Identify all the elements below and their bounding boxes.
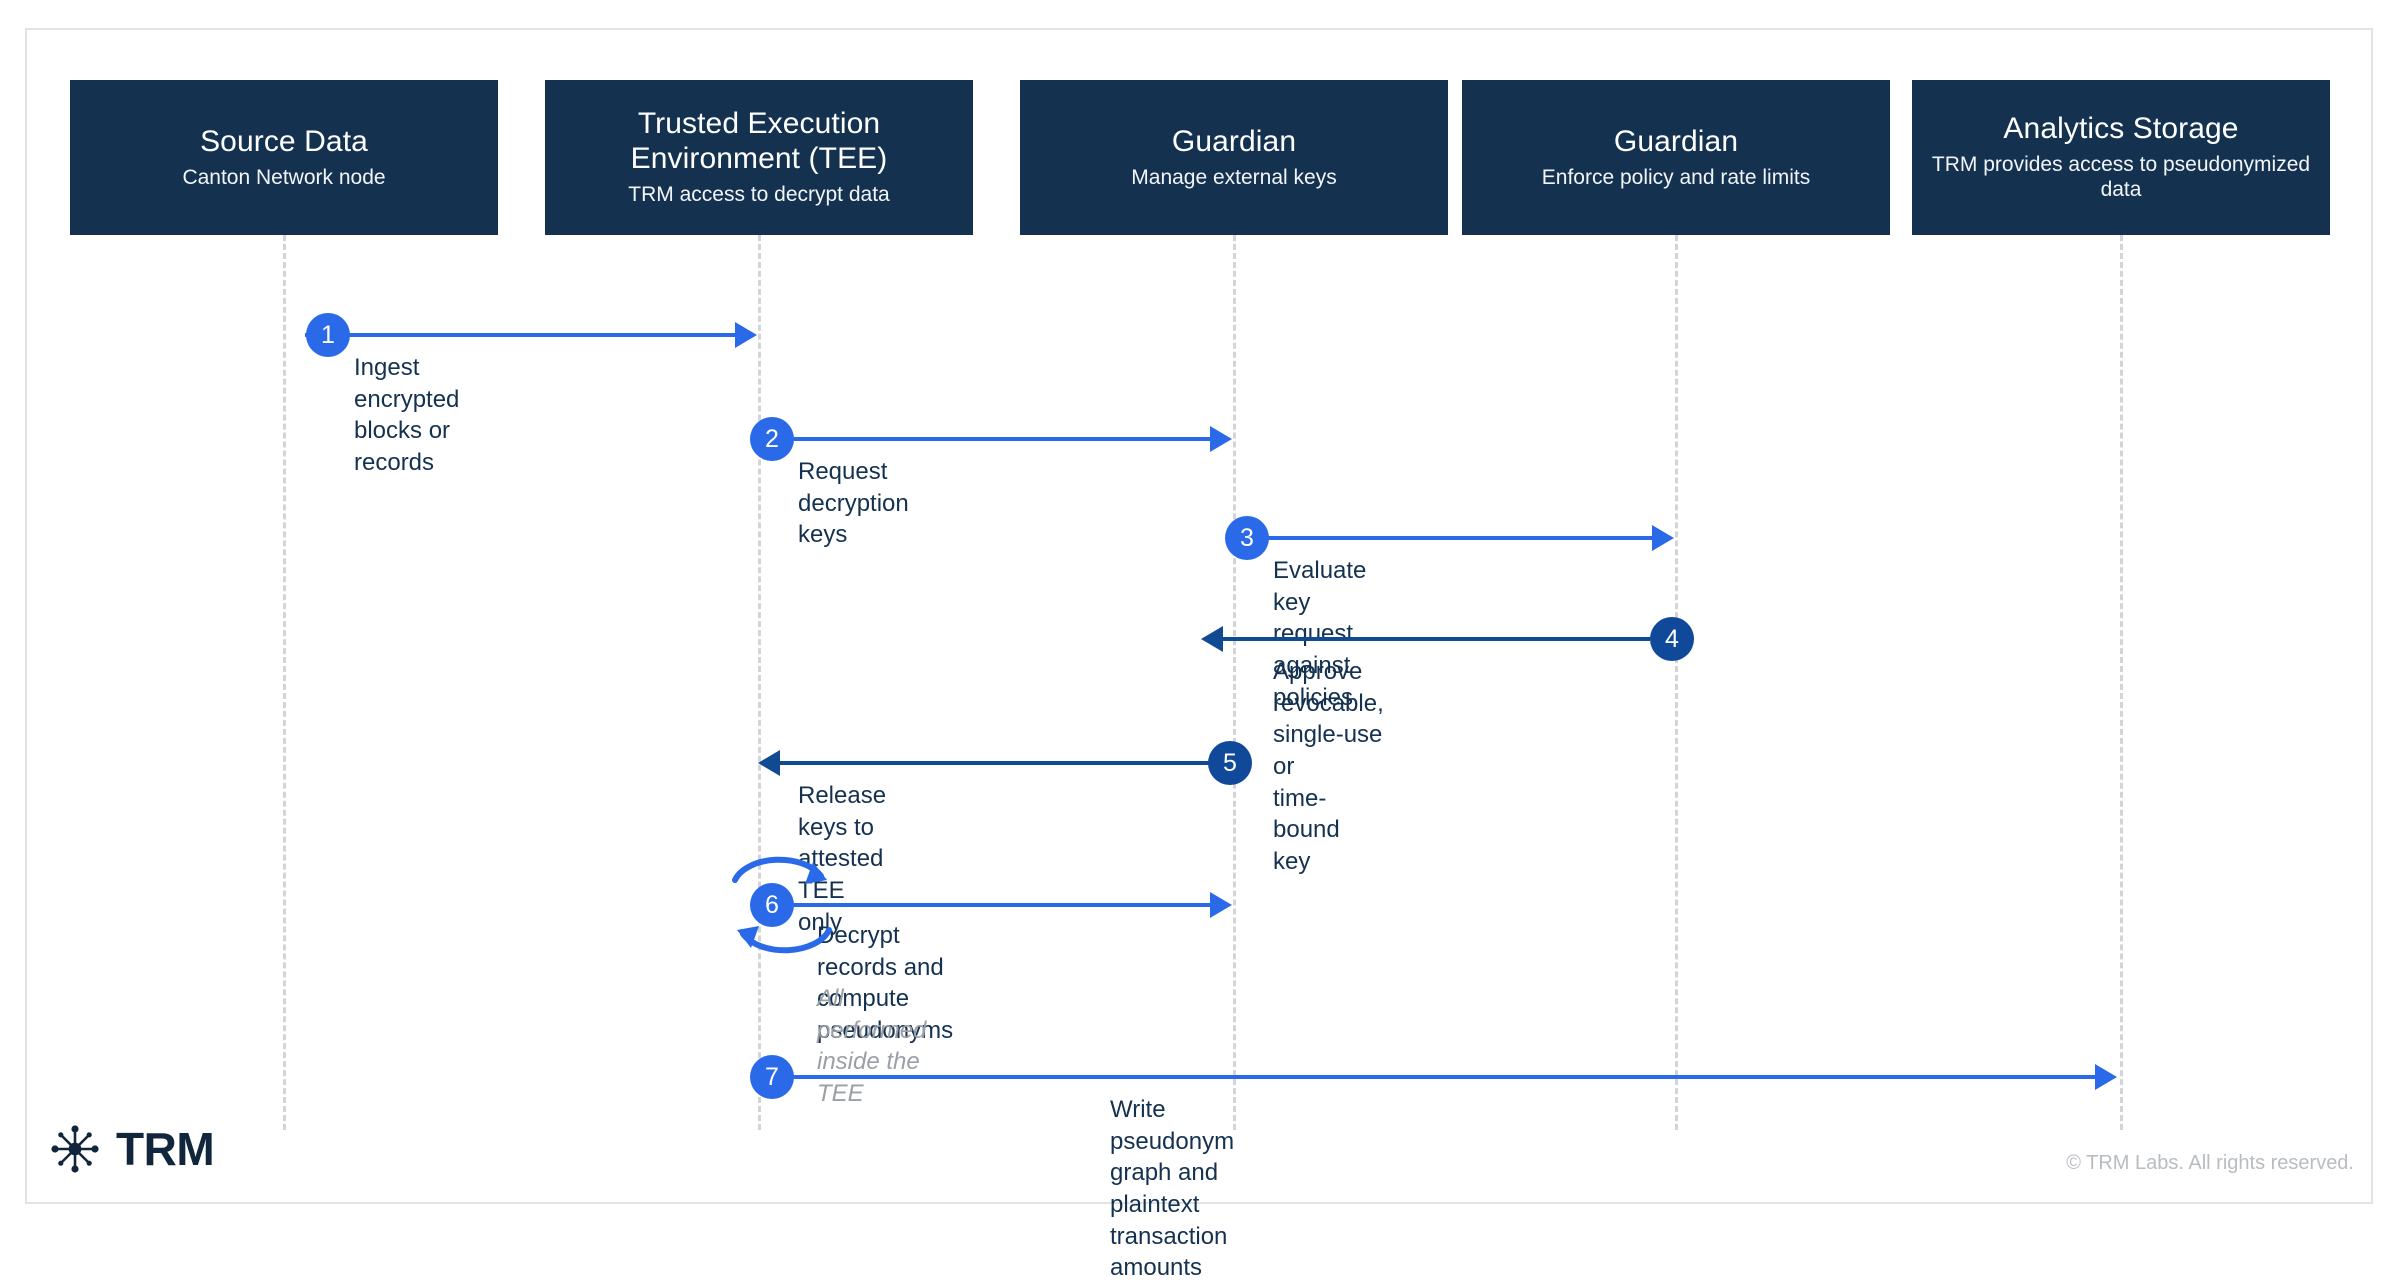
step-7-arrow-line [780, 1075, 2095, 1079]
step-3-label: Evaluate key request against policies [1273, 557, 1367, 711]
step-1-badge[interactable]: 1 [306, 313, 350, 357]
trm-logo: TRM [48, 1122, 215, 1176]
step-4-arrow-head-icon [1201, 626, 1223, 652]
actor-subtitle: Canton Network node [182, 165, 386, 189]
actor-box-guardian-keys: Guardian Manage external keys [1020, 80, 1448, 235]
step-1-arrow-head-icon [735, 322, 757, 348]
step-4-arrow-line [1223, 637, 1650, 641]
actor-box-guardian-policy: Guardian Enforce policy and rate limits [1462, 80, 1890, 235]
lifeline-guardian-keys [1233, 235, 1236, 1130]
step-6-badge[interactable]: 6 [750, 883, 794, 927]
actor-subtitle: Enforce policy and rate limits [1541, 165, 1811, 189]
actor-title: Trusted Execution Environment (TEE) [630, 107, 888, 176]
actor-title: Guardian [1613, 124, 1739, 158]
copyright-text: © TRM Labs. All rights reserved. [2066, 1152, 2354, 1174]
step-2-arrow-head-icon [1210, 426, 1232, 452]
lifeline-analytics-storage [2120, 235, 2123, 1130]
step-3-arrow-line [1255, 536, 1652, 540]
step-6-sublabel: All performed inside the TEE [817, 985, 927, 1108]
lifeline-source-data [283, 235, 286, 1130]
step-4-label: Approve revocable, single-use or time-bo… [1273, 658, 1384, 876]
step-7-badge[interactable]: 7 [750, 1055, 794, 1099]
actor-box-analytics-storage: Analytics Storage TRM provides access to… [1912, 80, 2330, 235]
step-6-arrow-line [780, 903, 1210, 907]
step-6-label: Decrypt records and compute pseudonyms [817, 922, 954, 1045]
actor-box-source-data: Source Data Canton Network node [70, 80, 498, 235]
step-4-badge[interactable]: 4 [1650, 617, 1694, 661]
step-3-badge[interactable]: 3 [1225, 516, 1269, 560]
step-5-arrow-head-icon [758, 750, 780, 776]
actor-subtitle: TRM provides access to pseudonymized dat… [1931, 152, 2311, 202]
diagram-frame: Source Data Canton Network node Trusted … [25, 28, 2375, 1281]
trm-starburst-icon [51, 1125, 99, 1173]
actor-title: Analytics Storage [2003, 111, 2239, 145]
actor-box-tee: Trusted Execution Environment (TEE) TRM … [545, 80, 973, 235]
actor-title: Source Data [200, 124, 368, 158]
actor-subtitle: TRM access to decrypt data [628, 182, 890, 206]
step-5-arrow-line [780, 761, 1210, 765]
step-2-badge[interactable]: 2 [750, 417, 794, 461]
step-6-self-loop-icon [732, 856, 832, 954]
trm-wordmark: TRM [116, 1123, 215, 1175]
lifeline-tee [758, 235, 761, 1130]
sequence-diagram-canvas: Source Data Canton Network node Trusted … [27, 30, 2375, 1281]
actor-subtitle: Manage external keys [1131, 165, 1337, 189]
lifeline-guardian-policy [1675, 235, 1678, 1130]
step-1-arrow-line [305, 333, 735, 337]
step-2-label: Request decryption keys [798, 458, 909, 549]
step-2-arrow-line [780, 437, 1210, 441]
step-5-badge[interactable]: 5 [1208, 741, 1252, 785]
step-3-arrow-head-icon [1652, 525, 1674, 551]
actor-title: Guardian [1171, 124, 1297, 158]
step-1-label: Ingest encrypted blocks or records [354, 354, 460, 477]
step-6-arrow-head-icon [1210, 892, 1232, 918]
step-7-arrow-head-icon [2095, 1064, 2117, 1090]
